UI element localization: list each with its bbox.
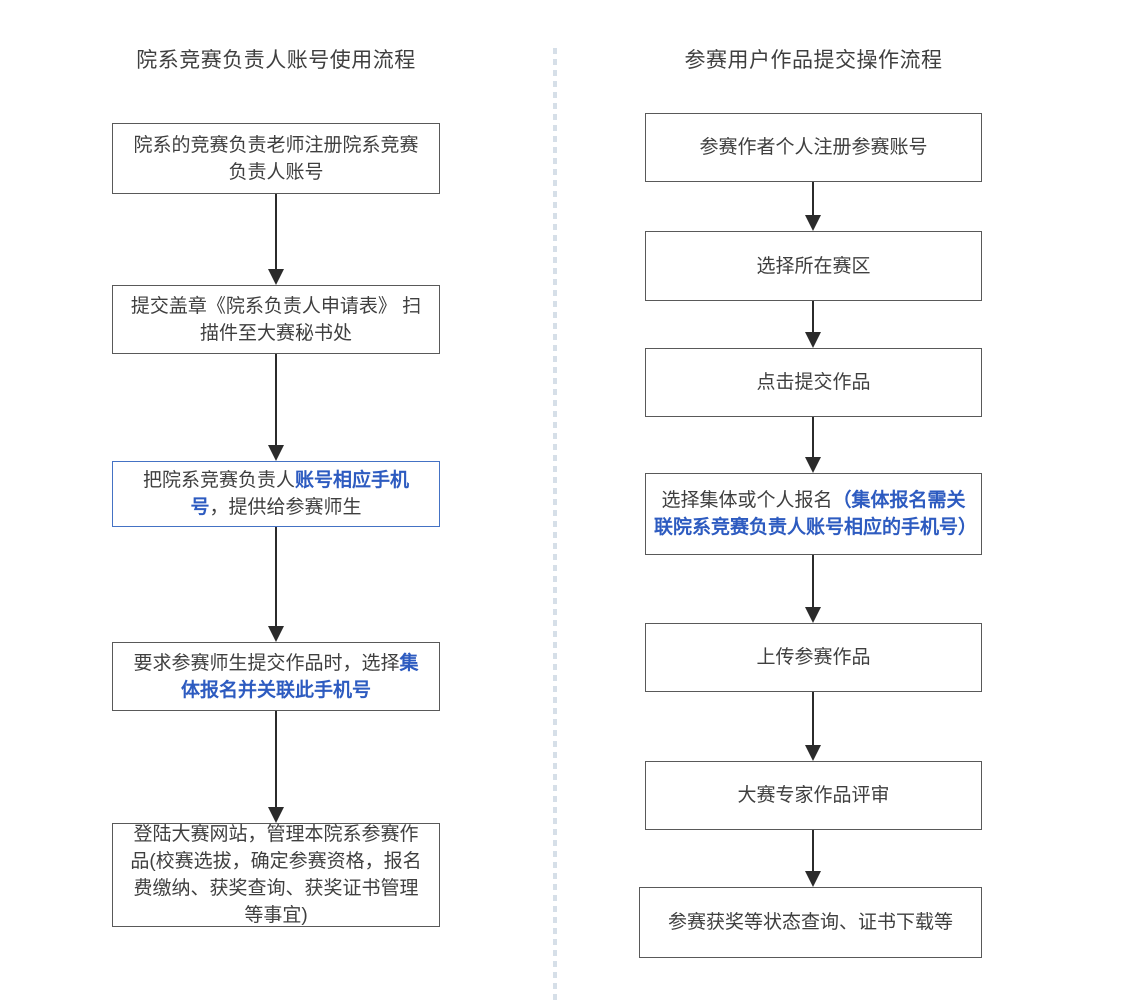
arrow-down-icon bbox=[268, 194, 284, 285]
step-text: 要求参赛师生提交作品时，选择集体报名并关联此手机号 bbox=[133, 652, 419, 701]
flow-step-box: 院系的竞赛负责老师注册院系竞赛负责人账号 bbox=[112, 123, 440, 194]
flow-step-box: 要求参赛师生提交作品时，选择集体报名并关联此手机号 bbox=[112, 642, 440, 711]
flow-step-box: 登陆大赛网站，管理本院系参赛作品(校赛选拔，确定参赛资格，报名费缴纳、获奖查询、… bbox=[112, 823, 440, 927]
flow-title-left: 院系竞赛负责人账号使用流程 bbox=[136, 49, 416, 72]
arrow-down-icon bbox=[268, 527, 284, 642]
step-text: 登陆大赛网站，管理本院系参赛作品(校赛选拔，确定参赛资格，报名费缴纳、获奖查询、… bbox=[130, 824, 422, 926]
step-text: 参赛作者个人注册参赛账号 bbox=[699, 137, 928, 158]
divider-dashed bbox=[553, 48, 557, 1003]
arrow-down-icon bbox=[805, 182, 821, 231]
step-text: 选择集体或个人报名（集体报名需关联院系竞赛负责人账号相应的手机号） bbox=[654, 490, 978, 538]
flow-step-box: 大赛专家作品评审 bbox=[645, 761, 982, 830]
arrow-down-icon bbox=[268, 354, 284, 461]
arrow-down-icon bbox=[268, 711, 284, 823]
step-text: 提交盖章《院系负责人申请表》 扫描件至大赛秘书处 bbox=[130, 295, 422, 344]
flow-step-box: 参赛作者个人注册参赛账号 bbox=[645, 113, 982, 182]
step-text: 上传参赛作品 bbox=[756, 647, 871, 668]
arrow-down-icon bbox=[805, 692, 821, 761]
arrow-down-icon bbox=[805, 301, 821, 348]
flow-step-box: 选择所在赛区 bbox=[645, 231, 982, 301]
arrow-down-icon bbox=[805, 417, 821, 473]
step-text: 选择所在赛区 bbox=[756, 255, 871, 277]
flow-step-box-highlighted: 把院系竞赛负责人账号相应手机号，提供给参赛师生 bbox=[112, 461, 440, 527]
flow-step-box: 提交盖章《院系负责人申请表》 扫描件至大赛秘书处 bbox=[112, 285, 440, 354]
flow-title-right: 参赛用户作品提交操作流程 bbox=[684, 49, 943, 72]
flow-step-box: 上传参赛作品 bbox=[645, 623, 982, 692]
arrow-down-icon bbox=[805, 830, 821, 887]
flow-step-box: 点击提交作品 bbox=[645, 348, 982, 417]
step-text: 院系的竞赛负责老师注册院系竞赛负责人账号 bbox=[133, 134, 419, 183]
step-text: 点击提交作品 bbox=[756, 372, 871, 393]
arrow-down-icon bbox=[805, 555, 821, 623]
flow-step-box: 选择集体或个人报名（集体报名需关联院系竞赛负责人账号相应的手机号） bbox=[645, 473, 982, 555]
step-text: 大赛专家作品评审 bbox=[737, 785, 890, 806]
flow-step-box: 参赛获奖等状态查询、证书下载等 bbox=[639, 887, 982, 958]
step-text: 参赛获奖等状态查询、证书下载等 bbox=[667, 912, 953, 933]
step-text: 把院系竞赛负责人账号相应手机号，提供给参赛师生 bbox=[142, 470, 410, 518]
